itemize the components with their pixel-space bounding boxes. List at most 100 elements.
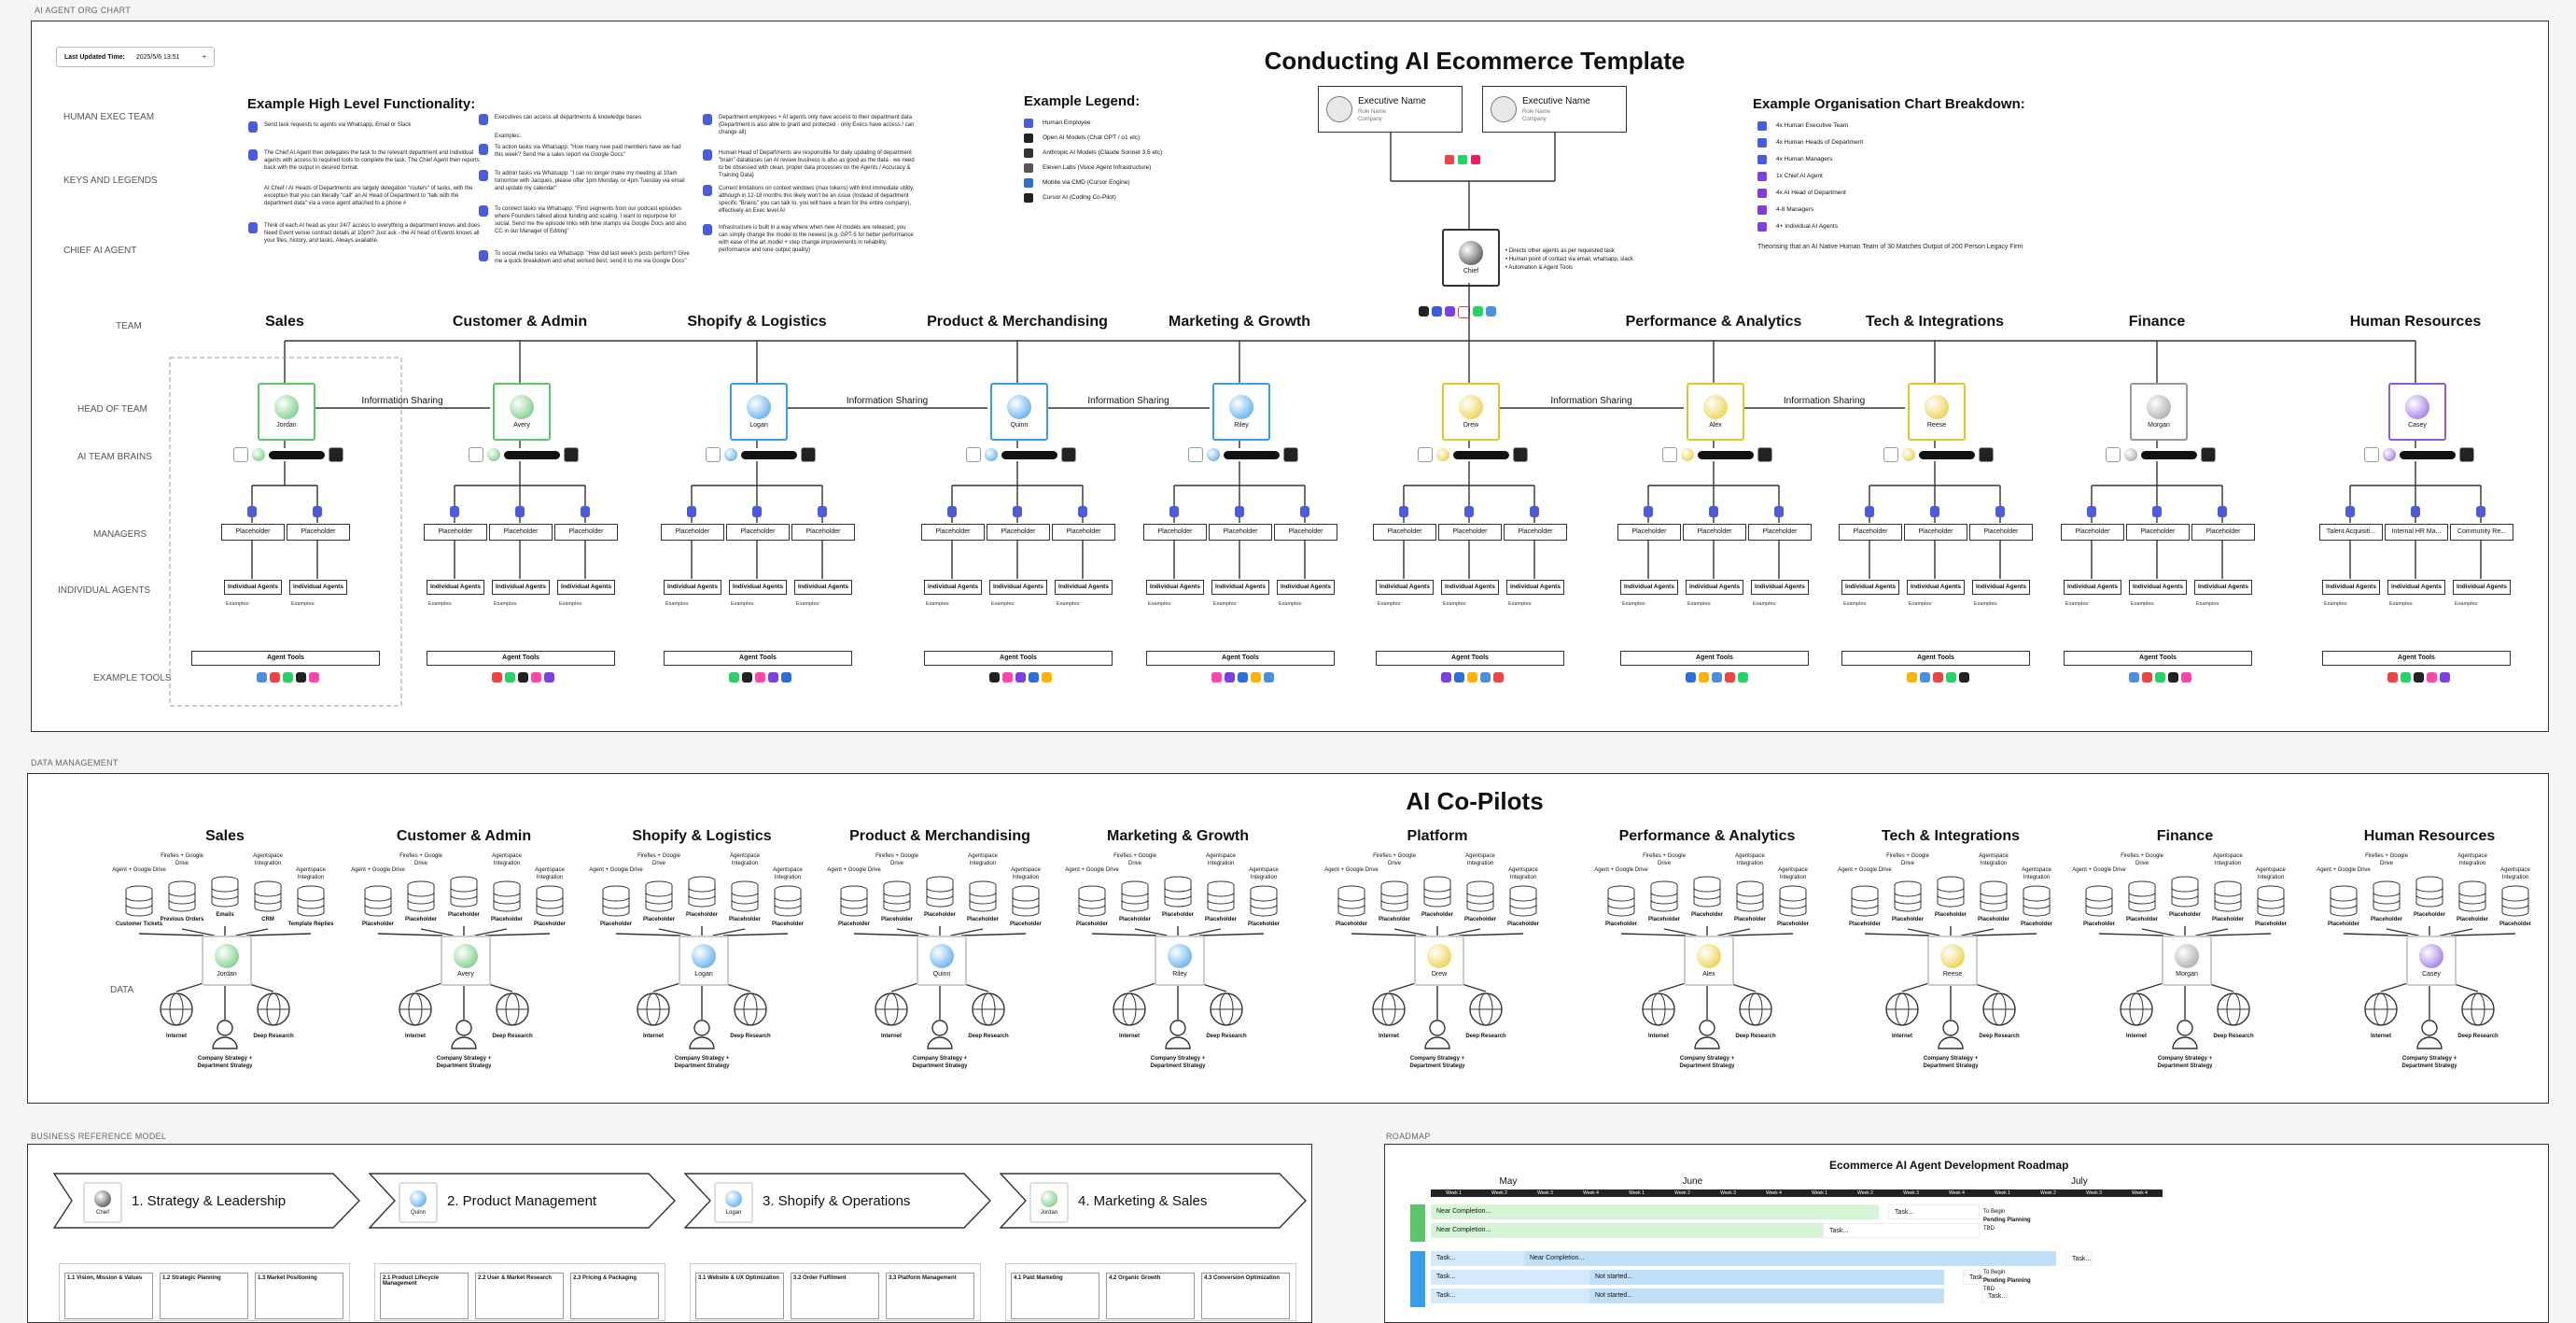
copilot-head-box[interactable]: Reese: [1927, 936, 1978, 986]
stage-head-box[interactable]: Logan: [714, 1182, 753, 1223]
copilot-head-box[interactable]: Drew: [1414, 936, 1464, 986]
individual-agent-box[interactable]: Individual Agents: [1211, 580, 1269, 595]
head-of-team-box[interactable]: Alex: [1687, 383, 1744, 441]
head-of-team-box[interactable]: Avery: [493, 383, 551, 441]
stage-head-box[interactable]: Jordan: [1029, 1182, 1069, 1223]
individual-agent-box[interactable]: Individual Agents: [1907, 580, 1965, 595]
manager-box[interactable]: Placeholder: [987, 524, 1050, 541]
task-bar[interactable]: Near Completion...: [1431, 1204, 1879, 1219]
manager-box[interactable]: Placeholder: [661, 524, 724, 541]
individual-agent-box[interactable]: Individual Agents: [2064, 580, 2121, 595]
manager-box[interactable]: Placeholder: [1209, 524, 1272, 541]
task-bar[interactable]: Near Completion...: [1524, 1251, 2056, 1266]
manager-box[interactable]: Placeholder: [554, 524, 618, 541]
copilot-head-box[interactable]: Logan: [679, 936, 729, 986]
individual-agent-box[interactable]: Individual Agents: [794, 580, 852, 595]
head-of-team-box[interactable]: Morgan: [2130, 383, 2188, 441]
individual-agent-box[interactable]: Individual Agents: [1146, 580, 1204, 595]
manager-box[interactable]: Community Re...: [2450, 524, 2513, 541]
stage-head-box[interactable]: Chief: [83, 1182, 122, 1223]
copilot-head-box[interactable]: Quinn: [917, 936, 967, 986]
individual-agent-box[interactable]: Individual Agents: [1972, 580, 2030, 595]
copilot-head-box[interactable]: Morgan: [2162, 936, 2212, 986]
task-bar[interactable]: Task...: [1963, 1270, 1988, 1285]
head-of-team-box[interactable]: Logan: [730, 383, 788, 441]
manager-box[interactable]: Placeholder: [791, 524, 855, 541]
agent-tools-box[interactable]: Agent Tools: [2322, 651, 2511, 666]
task-bar[interactable]: Task...: [1823, 1223, 1980, 1238]
individual-agent-box[interactable]: Individual Agents: [1620, 580, 1678, 595]
individual-agent-box[interactable]: Individual Agents: [664, 580, 721, 595]
manager-box[interactable]: Talent Acquisiti...: [2319, 524, 2383, 541]
individual-agent-box[interactable]: Individual Agents: [224, 580, 282, 595]
task-bar[interactable]: Task...: [1431, 1288, 1589, 1303]
individual-agent-box[interactable]: Individual Agents: [729, 580, 787, 595]
individual-agent-box[interactable]: Individual Agents: [2129, 580, 2187, 595]
manager-box[interactable]: Placeholder: [221, 524, 285, 541]
head-of-team-box[interactable]: Drew: [1442, 383, 1500, 441]
manager-box[interactable]: Placeholder: [424, 524, 487, 541]
manager-box[interactable]: Internal HR Ma...: [2385, 524, 2448, 541]
individual-agent-box[interactable]: Individual Agents: [1441, 580, 1499, 595]
head-of-team-box[interactable]: Riley: [1212, 383, 1270, 441]
task-bar[interactable]: Not started...: [1589, 1288, 1944, 1303]
task-bar[interactable]: Task...: [2065, 1251, 2093, 1266]
head-of-team-box[interactable]: Jordan: [258, 383, 315, 441]
manager-box[interactable]: Placeholder: [489, 524, 553, 541]
manager-box[interactable]: Placeholder: [1969, 524, 2033, 541]
plus-icon[interactable]: +: [202, 53, 206, 61]
individual-agent-box[interactable]: Individual Agents: [924, 580, 982, 595]
manager-box[interactable]: Placeholder: [921, 524, 985, 541]
manager-box[interactable]: Placeholder: [1617, 524, 1681, 541]
copilot-head-box[interactable]: Casey: [2406, 936, 2457, 986]
individual-agent-box[interactable]: Individual Agents: [989, 580, 1047, 595]
last-updated-box[interactable]: Last Updated Time: 2025/5/6 13:51 +: [56, 47, 215, 67]
manager-box[interactable]: Placeholder: [1373, 524, 1436, 541]
manager-box[interactable]: Placeholder: [1748, 524, 1812, 541]
head-of-team-box[interactable]: Reese: [1908, 383, 1966, 441]
agent-tools-box[interactable]: Agent Tools: [191, 651, 380, 666]
individual-agent-box[interactable]: Individual Agents: [1376, 580, 1434, 595]
manager-box[interactable]: Placeholder: [287, 524, 350, 541]
agent-tools-box[interactable]: Agent Tools: [1620, 651, 1809, 666]
agent-tools-box[interactable]: Agent Tools: [1841, 651, 2030, 666]
task-bar[interactable]: Not started...: [1589, 1270, 1944, 1285]
copilot-head-box[interactable]: Alex: [1684, 936, 1734, 986]
task-bar[interactable]: Task...: [1888, 1204, 1980, 1219]
individual-agent-box[interactable]: Individual Agents: [2387, 580, 2445, 595]
individual-agent-box[interactable]: Individual Agents: [1686, 580, 1743, 595]
manager-box[interactable]: Placeholder: [1143, 524, 1207, 541]
agent-tools-box[interactable]: Agent Tools: [1376, 651, 1564, 666]
manager-box[interactable]: Placeholder: [2191, 524, 2255, 541]
manager-box[interactable]: Placeholder: [1504, 524, 1567, 541]
individual-agent-box[interactable]: Individual Agents: [492, 580, 550, 595]
manager-box[interactable]: Placeholder: [726, 524, 790, 541]
stage-head-box[interactable]: Quinn: [399, 1182, 438, 1223]
manager-box[interactable]: Placeholder: [1052, 524, 1115, 541]
agent-tools-box[interactable]: Agent Tools: [664, 651, 852, 666]
manager-box[interactable]: Placeholder: [2126, 524, 2190, 541]
copilot-head-box[interactable]: Jordan: [202, 936, 252, 986]
individual-agent-box[interactable]: Individual Agents: [1277, 580, 1335, 595]
task-bar[interactable]: Task...: [1431, 1270, 1589, 1285]
chief-agent-box[interactable]: Chief: [1442, 229, 1500, 287]
manager-box[interactable]: Placeholder: [1274, 524, 1337, 541]
manager-box[interactable]: Placeholder: [2061, 524, 2124, 541]
task-bar[interactable]: Task...: [1431, 1251, 1524, 1266]
individual-agent-box[interactable]: Individual Agents: [2453, 580, 2511, 595]
individual-agent-box[interactable]: Individual Agents: [1751, 580, 1809, 595]
individual-agent-box[interactable]: Individual Agents: [427, 580, 484, 595]
head-of-team-box[interactable]: Casey: [2388, 383, 2446, 441]
individual-agent-box[interactable]: Individual Agents: [2194, 580, 2252, 595]
individual-agent-box[interactable]: Individual Agents: [1506, 580, 1564, 595]
agent-tools-box[interactable]: Agent Tools: [427, 651, 615, 666]
manager-box[interactable]: Placeholder: [1438, 524, 1502, 541]
individual-agent-box[interactable]: Individual Agents: [1055, 580, 1113, 595]
copilot-head-box[interactable]: Riley: [1155, 936, 1205, 986]
agent-tools-box[interactable]: Agent Tools: [924, 651, 1113, 666]
copilot-head-box[interactable]: Avery: [441, 936, 491, 986]
agent-tools-box[interactable]: Agent Tools: [1146, 651, 1335, 666]
manager-box[interactable]: Placeholder: [1839, 524, 1902, 541]
individual-agent-box[interactable]: Individual Agents: [1841, 580, 1899, 595]
